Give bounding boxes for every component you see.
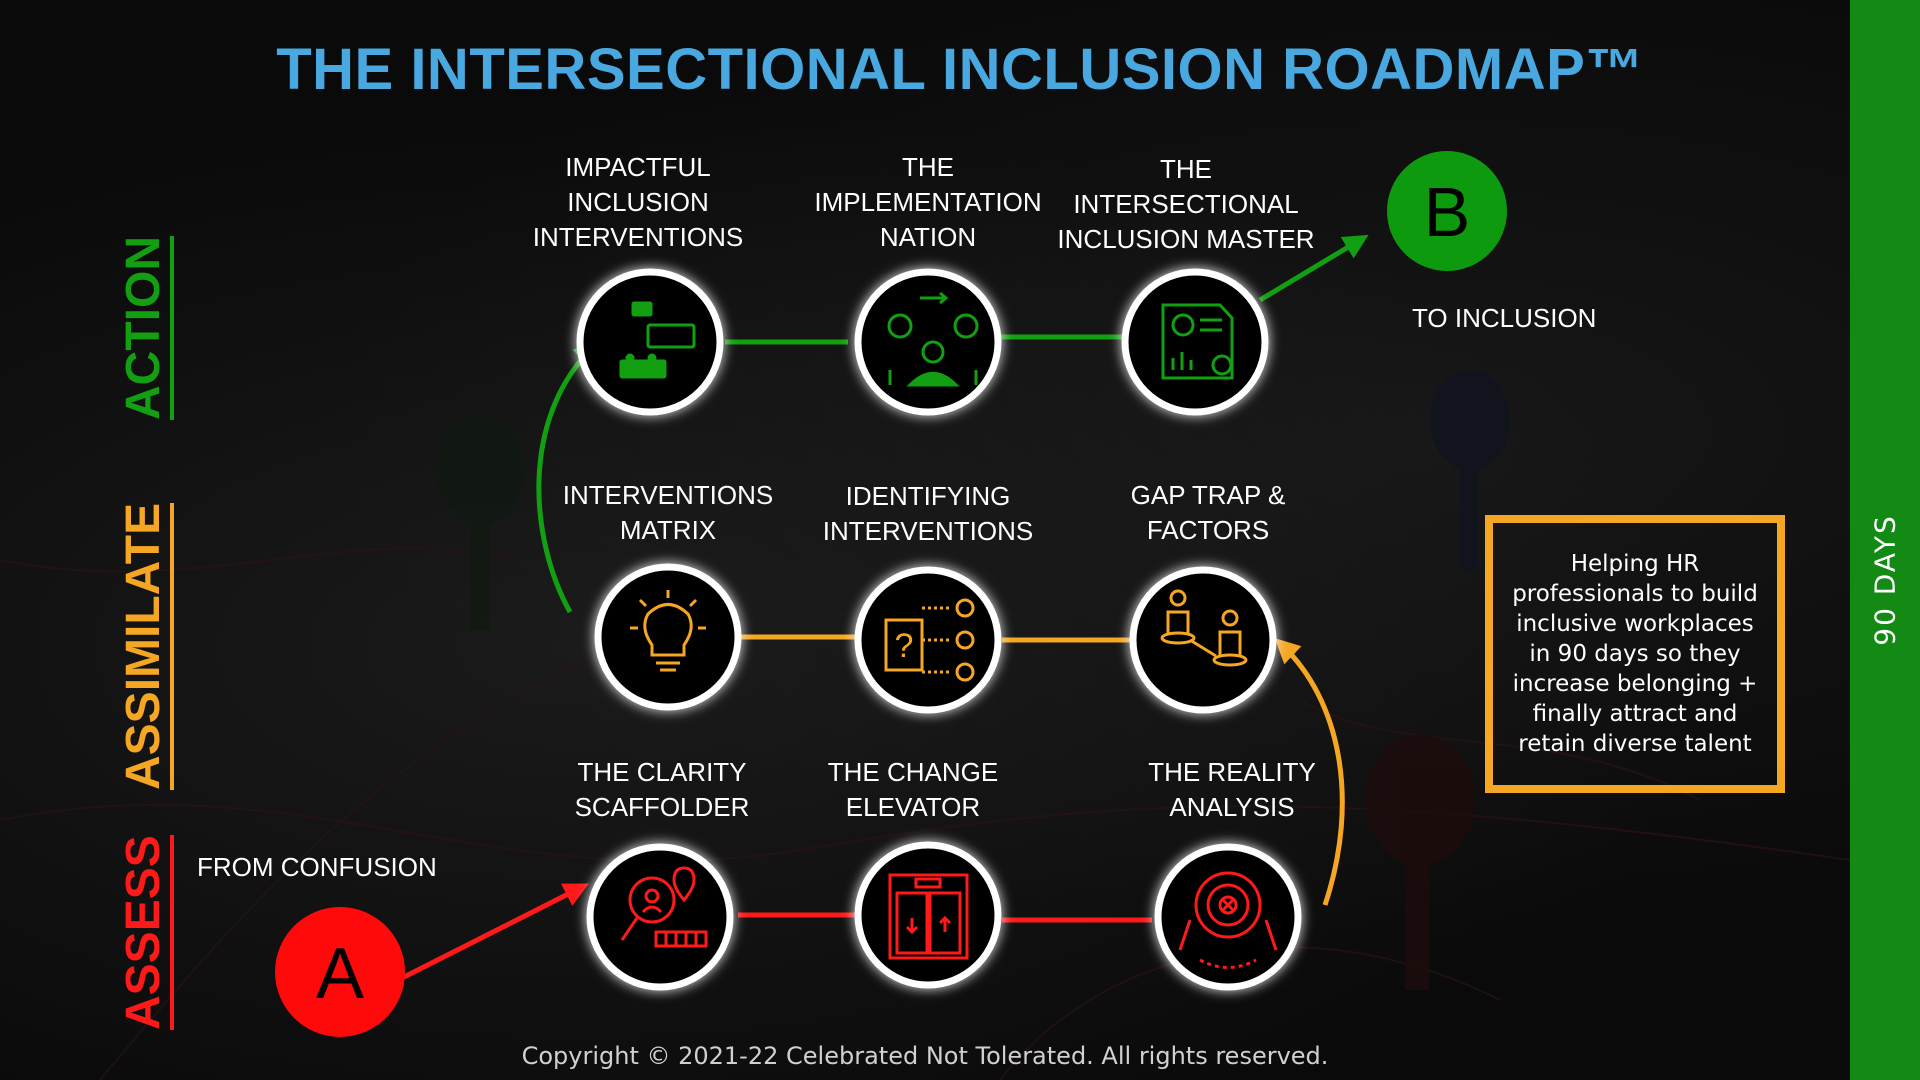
tagline-text: Helping HR professionals to build inclus… bbox=[1512, 551, 1758, 757]
puzzle-blocks-icon bbox=[619, 301, 696, 379]
target-icon bbox=[1178, 871, 1278, 969]
page-title: THE INTERSECTIONAL INCLUSION ROADMAP™ bbox=[276, 37, 1644, 102]
node-label-gaptrap: GAP TRAP & FACTORS bbox=[1130, 480, 1286, 545]
node-implementation bbox=[854, 268, 1002, 416]
node-label-change: THE CHANGE ELEVATOR bbox=[827, 757, 999, 822]
arrow-reality-to-gaptrap bbox=[1274, 638, 1345, 906]
end-letter: B bbox=[1424, 173, 1471, 251]
node-change bbox=[854, 841, 1002, 989]
node-label-identifying: IDENTIFYING INTERVENTIONS bbox=[822, 481, 1034, 546]
start-label: FROM CONFUSION bbox=[197, 852, 437, 882]
end-point-b: B bbox=[1387, 151, 1507, 271]
end-label: TO INCLUSION bbox=[1412, 303, 1597, 333]
arrow-a-to-clarity bbox=[400, 883, 589, 981]
node-master bbox=[1121, 268, 1269, 416]
arrow-master-to-b bbox=[1258, 234, 1369, 303]
node-gaptrap bbox=[1129, 566, 1277, 714]
node-label-reality: THE REALITY ANALYSIS bbox=[1148, 757, 1316, 822]
svg-text:?: ? bbox=[895, 627, 914, 665]
gears-person-icon bbox=[887, 291, 979, 387]
node-clarity bbox=[586, 843, 734, 991]
node-label-matrix: INTERVENTIONS MATRIX bbox=[562, 480, 774, 545]
node-impactful bbox=[576, 268, 724, 416]
node-label-master: THE INTERSECTIONAL INCLUSION MASTER bbox=[1057, 154, 1315, 254]
node-matrix bbox=[594, 563, 742, 711]
node-label-impactful: IMPACTFUL INCLUSION INTERVENTIONS bbox=[532, 152, 744, 252]
map-background bbox=[0, 370, 1850, 1080]
tagline-box: Helping HR professionals to build inclus… bbox=[1485, 515, 1785, 793]
copyright-notice: Copyright © 2021-22 Celebrated Not Toler… bbox=[521, 1042, 1329, 1070]
node-label-clarity: THE CLARITY SCAFFOLDER bbox=[574, 757, 750, 822]
side-bar: 90 DAYS bbox=[1850, 0, 1920, 1080]
report-chart-icon bbox=[1161, 303, 1234, 380]
start-point-a: A bbox=[275, 907, 405, 1037]
magnify-location-icon bbox=[620, 866, 708, 948]
node-reality bbox=[1154, 843, 1302, 991]
question-flow-icon: ? bbox=[884, 598, 975, 682]
node-identifying: ? bbox=[854, 566, 1002, 714]
people-gap-icon bbox=[1160, 589, 1248, 667]
roadmap-diagram: A B bbox=[275, 151, 1507, 1037]
side-bar-text: 90 DAYS bbox=[1868, 514, 1902, 646]
arrow-matrix-to-impactful bbox=[536, 340, 600, 614]
elevator-icon bbox=[888, 873, 969, 960]
start-letter: A bbox=[316, 934, 364, 1014]
node-label-implementation: THE IMPLEMENTATION NATION bbox=[814, 152, 1042, 252]
lightbulb-icon bbox=[630, 590, 706, 672]
